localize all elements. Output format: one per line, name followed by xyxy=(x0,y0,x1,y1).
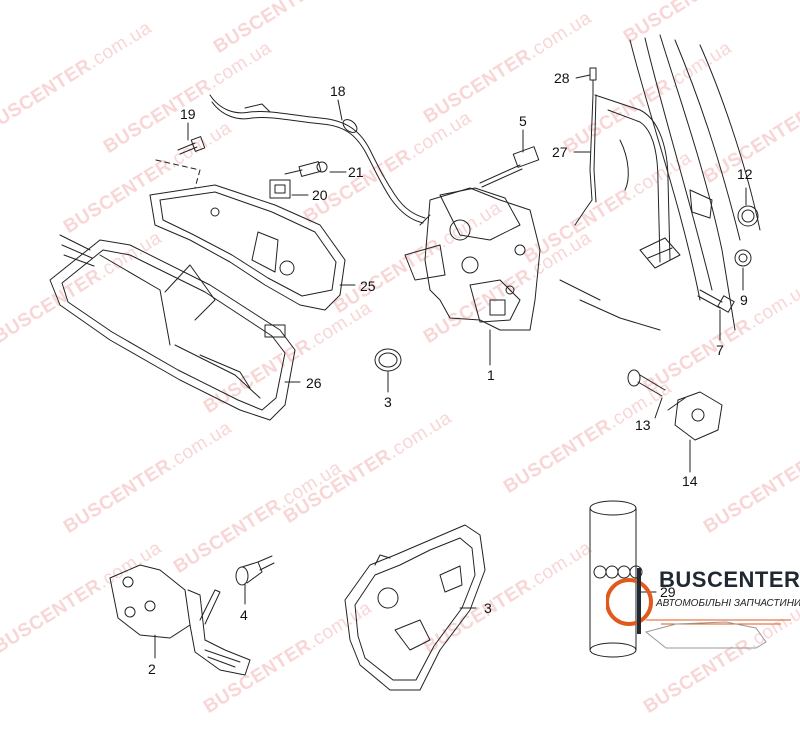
screw-19-drawing xyxy=(155,136,206,189)
callout-13: 13 xyxy=(635,417,651,433)
callout-5: 5 xyxy=(519,113,527,129)
rod-5-drawing xyxy=(479,146,540,188)
callout-27: 27 xyxy=(552,144,568,160)
callout-25: 25 xyxy=(360,278,376,294)
callout-7: 7 xyxy=(716,342,724,358)
cable-drawing xyxy=(209,94,426,224)
logo-mark-icon xyxy=(606,568,791,649)
callout-9: 9 xyxy=(740,292,748,308)
nut-9-drawing xyxy=(734,249,752,267)
callout-26: 26 xyxy=(306,375,322,391)
callout-1: 1 xyxy=(487,367,495,383)
rod-drawing xyxy=(574,67,597,226)
lock-1-drawing xyxy=(404,187,541,331)
housing-drawing xyxy=(344,524,486,691)
door-frame-drawing xyxy=(559,34,761,331)
callout-4: 4 xyxy=(240,607,248,623)
plate-2-drawing xyxy=(109,564,251,676)
brand-logo: BUSCENTER АВТОМОБІЛЬНІ ЗАПЧАСТИНИ xyxy=(606,562,800,652)
callout-3-upper: 3 xyxy=(384,394,392,410)
callout-3-lower: 3 xyxy=(484,600,492,616)
leader-lines xyxy=(154,74,747,659)
callout-14: 14 xyxy=(682,473,698,489)
can-29-drawing xyxy=(589,500,643,658)
callout-18: 18 xyxy=(330,83,346,99)
callout-19: 19 xyxy=(180,106,196,122)
callout-21: 21 xyxy=(348,164,364,180)
bolt-13-drawing xyxy=(627,369,666,397)
grommet-12-drawing xyxy=(737,205,759,227)
callout-29: 29 xyxy=(660,584,676,600)
callout-12: 12 xyxy=(737,166,753,182)
screw-21-drawing xyxy=(284,161,328,177)
bracket-25-drawing xyxy=(149,184,346,311)
callout-20: 20 xyxy=(312,187,328,203)
handle-26-drawing xyxy=(49,234,296,421)
ring-3-drawing xyxy=(374,348,402,372)
callout-2: 2 xyxy=(148,661,156,677)
bolt-7-drawing xyxy=(697,289,735,313)
pin-4-drawing xyxy=(235,555,275,586)
logo-subtitle: АВТОМОБІЛЬНІ ЗАПЧАСТИНИ xyxy=(656,598,800,609)
callout-28: 28 xyxy=(554,70,570,86)
logo-title: BUSCENTER xyxy=(659,567,800,592)
clip-20-drawing xyxy=(269,179,291,199)
striker-14-drawing xyxy=(667,391,723,441)
